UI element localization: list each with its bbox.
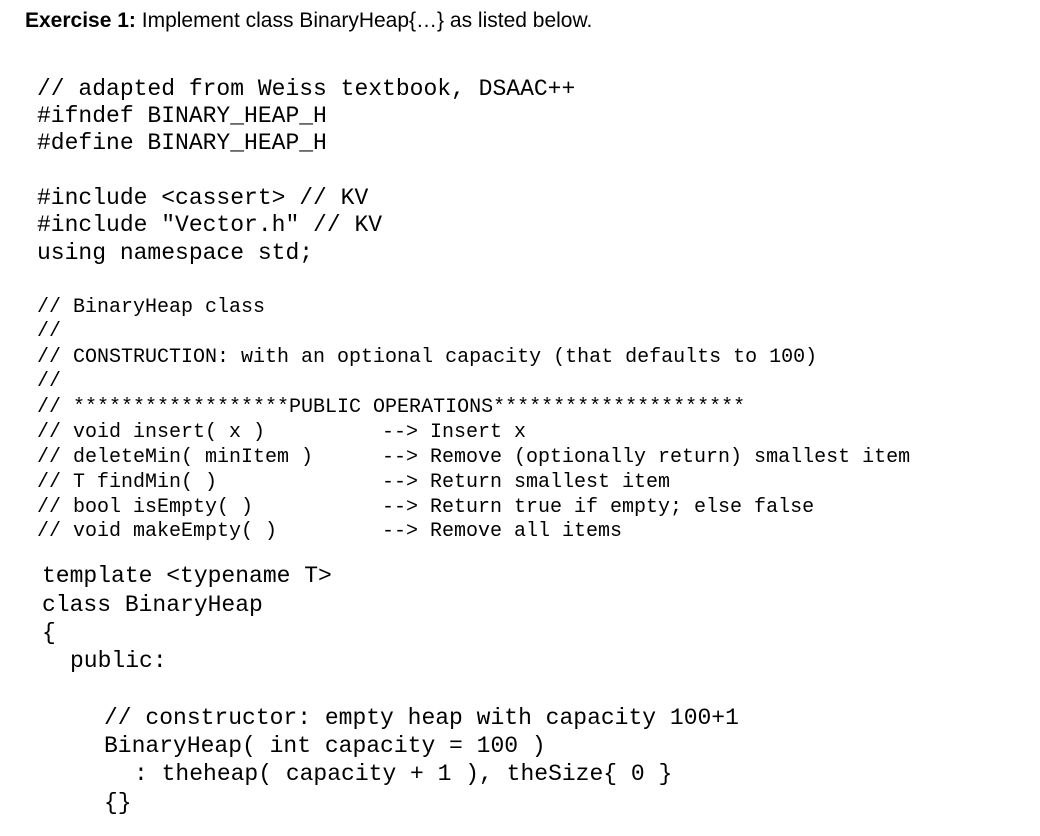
code-line: #ifndef BINARY_HEAP_H	[37, 103, 327, 129]
code-comment: --> Return true if empty; else false	[382, 496, 815, 519]
code-line: // deleteMin( minItem )	[37, 446, 314, 469]
code-line: // T findMin( )	[37, 471, 218, 494]
exercise-label: Exercise 1:	[25, 9, 136, 32]
code-comment: --> Remove all items	[382, 520, 623, 543]
code-line: // bool isEmpty( )	[37, 496, 254, 519]
code-comment: --> Return smallest item	[382, 471, 671, 494]
code-comment: --> Insert x	[382, 421, 527, 444]
code-line: // constructor: empty heap with capacity…	[104, 705, 739, 731]
code-line: // BinaryHeap class	[37, 296, 266, 319]
code-line: class BinaryHeap	[42, 592, 263, 618]
code-line: {	[42, 620, 56, 646]
code-line: BinaryHeap( int capacity = 100 )	[104, 733, 546, 759]
code-line: {}	[104, 790, 132, 816]
code-line: //	[37, 370, 62, 393]
code-line: #define BINARY_HEAP_H	[37, 130, 327, 156]
code-line: public:	[70, 648, 167, 674]
code-line: : theheap( capacity + 1 ), theSize{ 0 }	[134, 761, 673, 787]
code-line: // adapted from Weiss textbook, DSAAC++	[37, 76, 576, 102]
code-line: // ******************PUBLIC OPERATIONS**…	[37, 396, 746, 419]
exercise-heading: Exercise 1: Implement class BinaryHeap{……	[25, 8, 592, 34]
code-line: #include "Vector.h" // KV	[37, 212, 383, 238]
exercise-text: Implement class BinaryHeap{…} as listed …	[135, 9, 593, 32]
code-line: // void makeEmpty( )	[37, 520, 278, 543]
code-line: using namespace std;	[37, 240, 314, 266]
code-line: template <typename T>	[42, 563, 332, 589]
code-comment: --> Remove (optionally return) smallest …	[382, 446, 911, 469]
code-line: //	[37, 320, 62, 343]
code-line: #include <cassert> // KV	[37, 185, 369, 211]
code-line: // CONSTRUCTION: with an optional capaci…	[37, 346, 818, 369]
code-line: // void insert( x )	[37, 421, 266, 444]
